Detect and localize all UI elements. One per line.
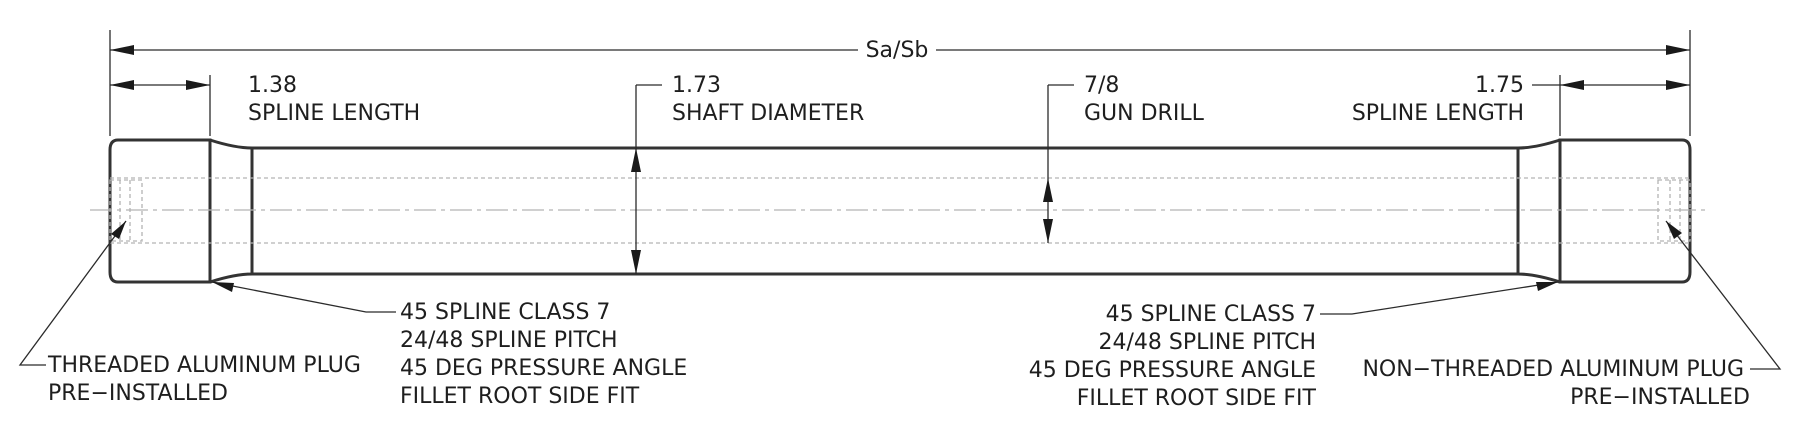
right-spline-note-line-2: 24/48 SPLINE PITCH xyxy=(1098,330,1316,355)
right-spline-length-dimension: 1.75 SPLINE LENGTH xyxy=(1352,73,1690,126)
right-transition xyxy=(1516,138,1561,284)
right-spline-note-line-3: 45 DEG PRESSURE ANGLE xyxy=(1029,358,1316,383)
left-spline-note-line-4: FILLET ROOT SIDE FIT xyxy=(400,384,640,409)
right-spline-note-line-4: FILLET ROOT SIDE FIT xyxy=(1077,386,1317,411)
right-plug-note-line-2: PRE−INSTALLED xyxy=(1570,385,1750,410)
left-spline-note-line-1: 45 SPLINE CLASS 7 xyxy=(400,300,610,325)
shaft-diameter-label: SHAFT DIAMETER xyxy=(672,101,864,126)
right-spline-end xyxy=(1558,138,1692,284)
left-spline-note-line-2: 24/48 SPLINE PITCH xyxy=(400,328,618,353)
right-plug xyxy=(1657,179,1691,242)
right-spline-note-line-1: 45 SPLINE CLASS 7 xyxy=(1106,302,1316,327)
overall-length-dimension: Sa/Sb xyxy=(110,38,1690,63)
right-plug-note-line-1: NON−THREADED ALUMINUM PLUG xyxy=(1362,357,1744,382)
shaft-diameter-dimension: 1.73 SHAFT DIAMETER xyxy=(631,73,864,274)
gun-drill-dimension: 7/8 GUN DRILL xyxy=(1043,73,1205,243)
left-spline-length-label: SPLINE LENGTH xyxy=(248,101,420,126)
gun-drill-value: 7/8 xyxy=(1084,73,1119,98)
left-plug-note-line-2: PRE−INSTALLED xyxy=(48,381,228,406)
left-plug-callout: THREADED ALUMINUM PLUG PRE−INSTALLED xyxy=(18,220,361,406)
left-spline-callout: 45 SPLINE CLASS 7 24/48 SPLINE PITCH 45 … xyxy=(211,281,687,409)
right-plug-callout: NON−THREADED ALUMINUM PLUG PRE−INSTALLED xyxy=(1362,220,1782,410)
shaft-diameter-value: 1.73 xyxy=(672,73,721,98)
gun-drill-label: GUN DRILL xyxy=(1084,101,1205,126)
gun-drill-bore xyxy=(90,177,1710,244)
left-transition xyxy=(209,138,254,284)
right-spline-length-label: SPLINE LENGTH xyxy=(1352,101,1524,126)
left-spline-length-value: 1.38 xyxy=(248,73,297,98)
left-spline-note-line-3: 45 DEG PRESSURE ANGLE xyxy=(400,356,687,381)
left-spline-end xyxy=(108,138,212,284)
left-plug-note-line-1: THREADED ALUMINUM PLUG xyxy=(47,353,361,378)
right-spline-length-value: 1.75 xyxy=(1475,73,1524,98)
left-spline-length-dimension: 1.38 SPLINE LENGTH xyxy=(110,73,420,126)
right-spline-callout: 45 SPLINE CLASS 7 24/48 SPLINE PITCH 45 … xyxy=(1029,281,1559,411)
shaft-body xyxy=(108,138,1692,284)
overall-length-label: Sa/Sb xyxy=(866,38,929,63)
